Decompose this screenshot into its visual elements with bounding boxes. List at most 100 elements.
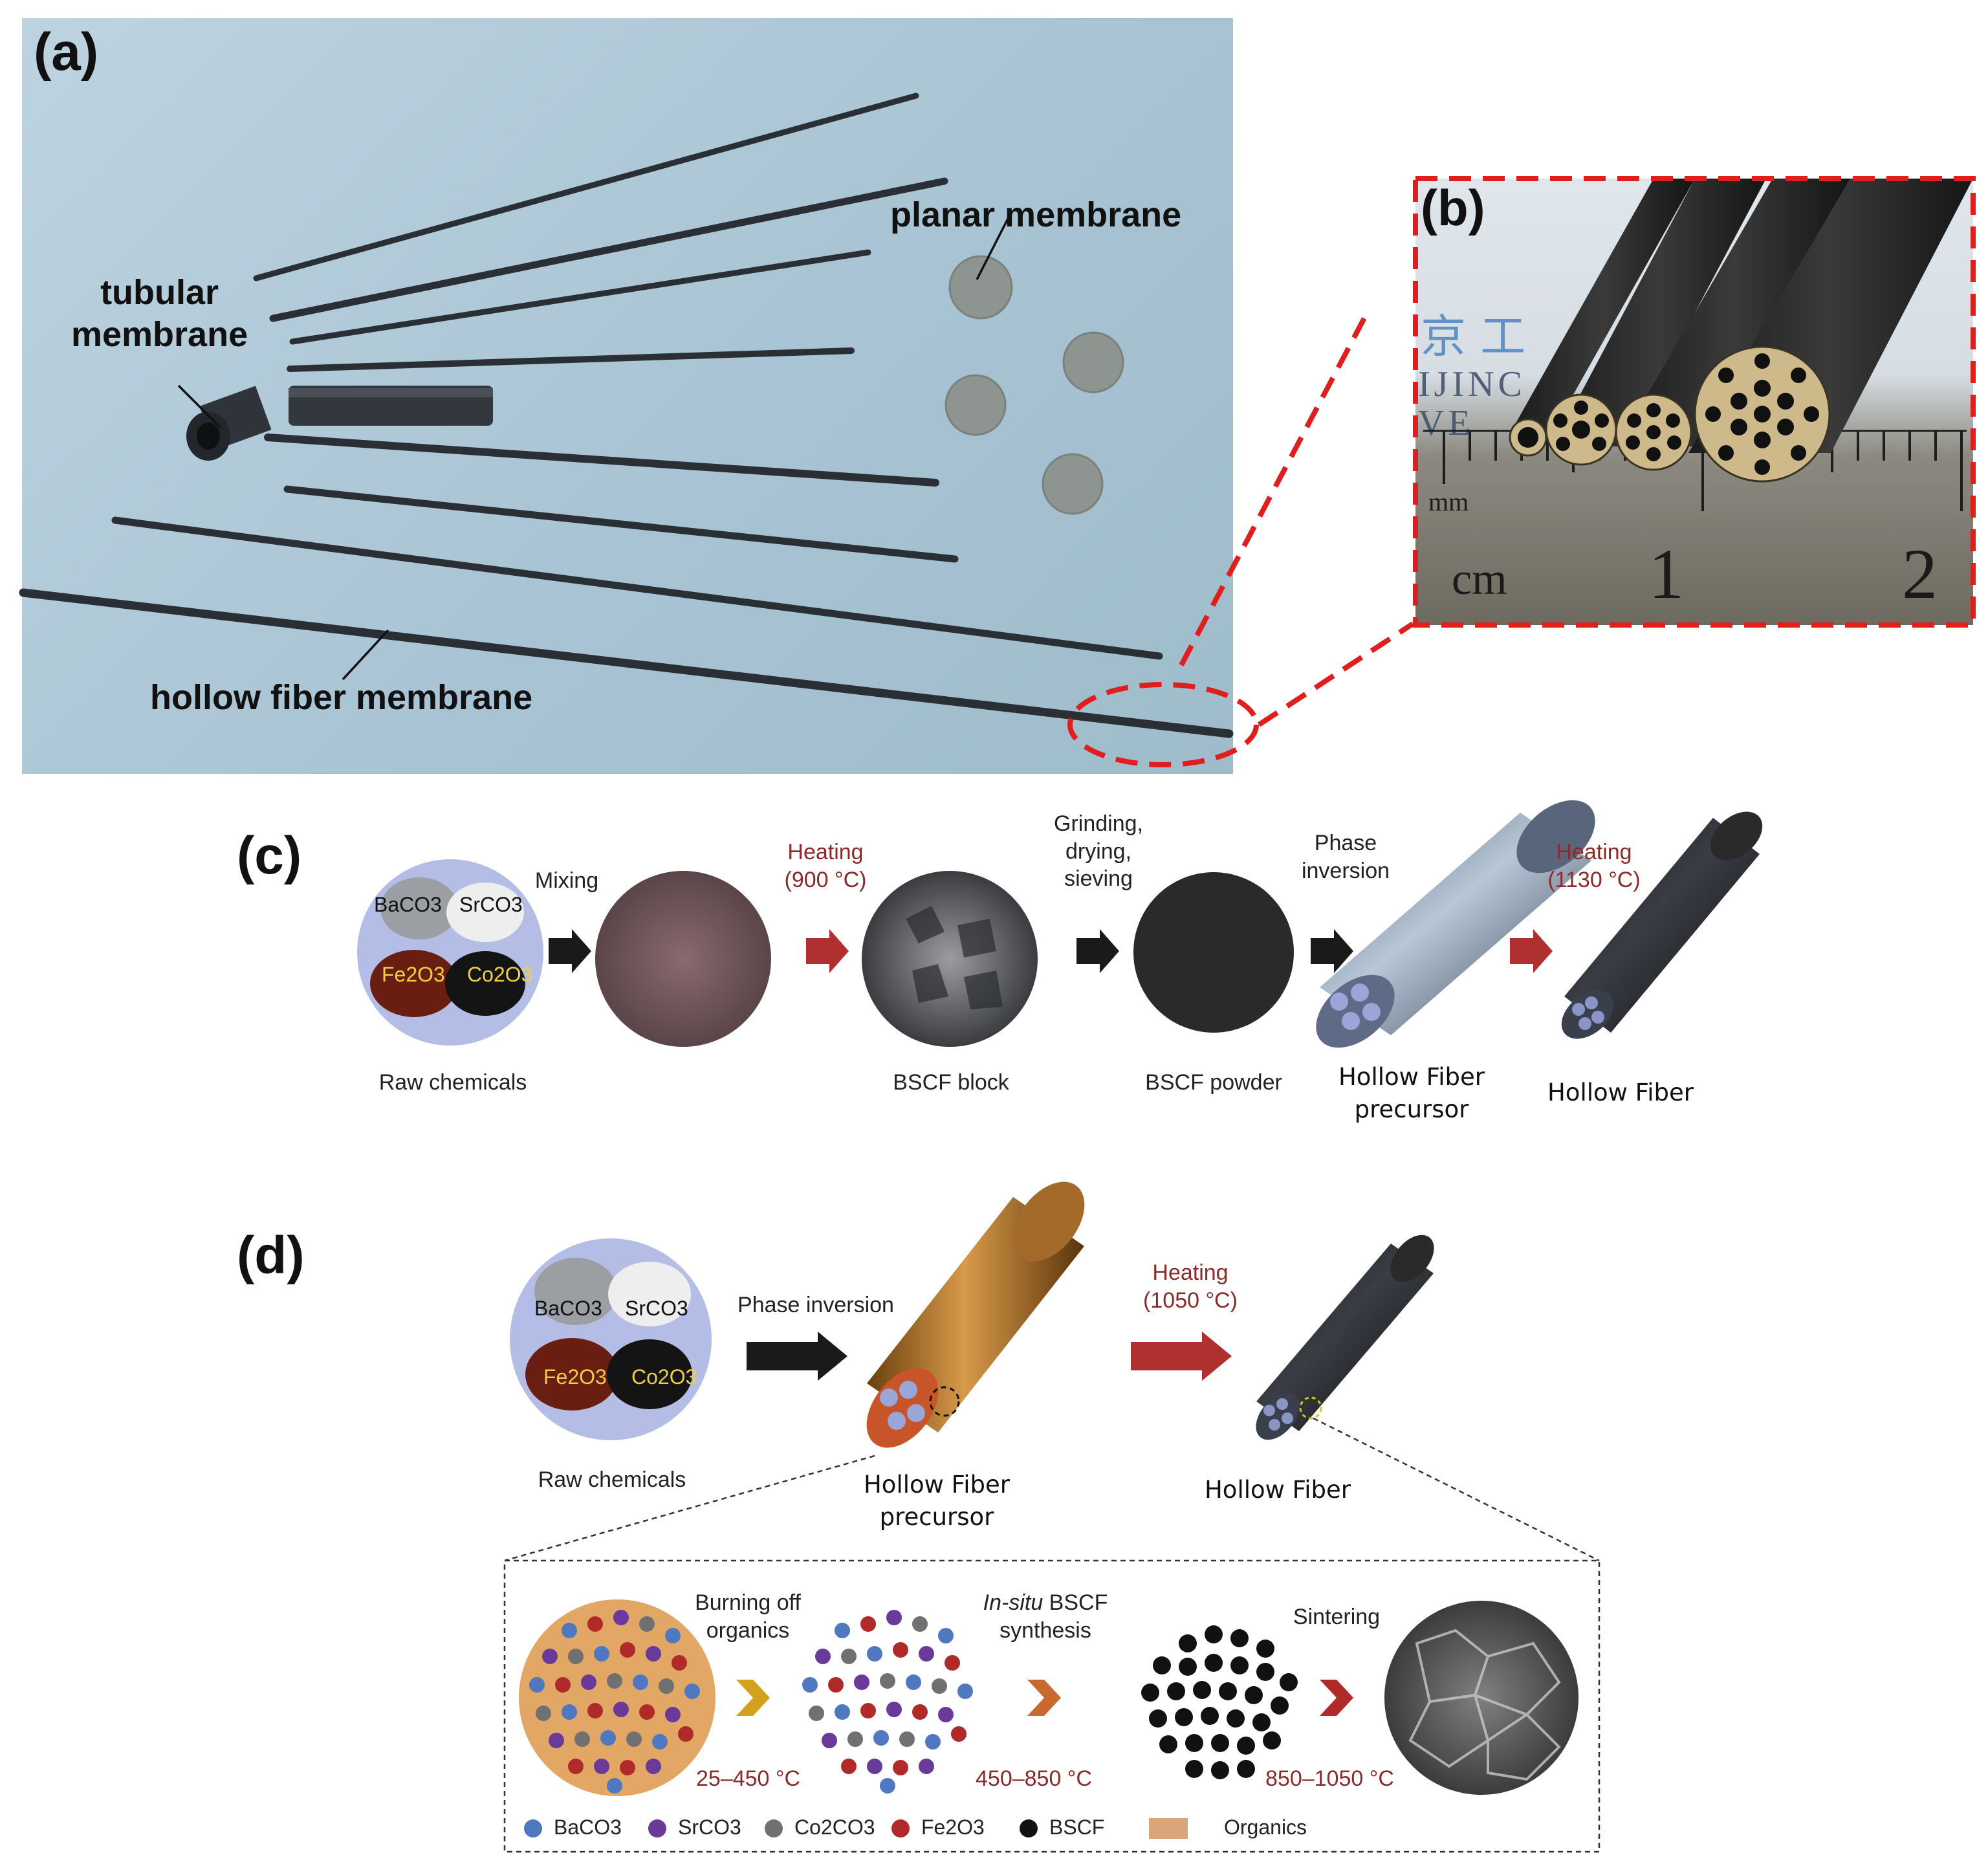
fiber-precursor-d <box>866 1181 1085 1448</box>
zoom-ellipse <box>1067 682 1259 767</box>
precursor-d-label: Hollow Fiber precursor <box>863 1471 1010 1531</box>
panel-a-photo <box>22 18 1233 774</box>
chevron-2 <box>1027 1680 1061 1716</box>
arrow-mixing <box>549 929 591 973</box>
raw-chemicals-c-label: Raw chemicals <box>378 1070 527 1095</box>
insitu-italic: In-situ <box>983 1590 1043 1615</box>
rod-3 <box>289 249 871 345</box>
ruler-cm-label: cm <box>1452 554 1507 604</box>
tubular-short <box>186 386 272 461</box>
fiber-end-4 <box>1694 346 1831 483</box>
sintering-label: Sintering <box>1293 1605 1381 1629</box>
inset-stage-organics <box>519 1599 715 1796</box>
raw-chemicals-d <box>510 1238 712 1440</box>
fiber-d <box>1256 1235 1434 1440</box>
legend-label-bscf: BSCF <box>1049 1816 1105 1839</box>
chevron-1 <box>736 1680 770 1716</box>
ruler-2-label: 2 <box>1902 534 1938 613</box>
ruler-1-label: 1 <box>1648 534 1684 613</box>
planar-disc-3 <box>945 374 1007 436</box>
mixing-label: Mixing <box>534 868 599 893</box>
chem-c-co2o3: Co2O3 <box>467 963 533 986</box>
insitu-rest: BSCF synthesis <box>999 1590 1108 1643</box>
fiber-d-label: Hollow Fiber <box>1204 1476 1351 1504</box>
legend-dot-bscf <box>1020 1819 1038 1838</box>
inset-stage-sintered <box>1384 1601 1578 1795</box>
raw-chemicals-d-label: Raw chemicals <box>538 1467 686 1492</box>
rod-4 <box>287 347 855 372</box>
grinding-label: Grinding, drying, sieving <box>1054 811 1143 891</box>
legend-label-srco3: SrCO3 <box>678 1816 741 1839</box>
mixed-powder <box>595 871 771 1047</box>
arrow-heating-d <box>1131 1332 1232 1381</box>
temp-25-450: 25–450 °C <box>696 1766 801 1791</box>
inset-box <box>503 1559 1600 1853</box>
planar-disc-1 <box>948 255 1013 320</box>
phase-inversion-c-label: Phase inversion <box>1301 831 1390 883</box>
fiber-end-3 <box>1615 393 1692 471</box>
legend-label-organics: Organics <box>1224 1816 1307 1839</box>
chem-d-srco3: SrCO3 <box>625 1297 688 1320</box>
heating-1050-label: Heating (1050 °C) <box>1143 1260 1238 1313</box>
temp-450-850: 450–850 °C <box>976 1766 1092 1791</box>
inset-stage-particles <box>793 1601 987 1795</box>
panel-a-label: (a) <box>34 23 99 82</box>
planar-disc-4 <box>1042 453 1104 515</box>
arrow-phase-d <box>747 1332 847 1381</box>
bscf-block <box>862 871 1038 1047</box>
insitu-label: In-situ BSCF synthesis <box>968 1589 1123 1644</box>
fiber-precursor-c <box>1316 800 1595 1048</box>
legend-swatch-organics <box>1149 1818 1188 1839</box>
rod-7 <box>111 516 1163 660</box>
chem-d-fe2o3: Fe2O3 <box>543 1365 607 1389</box>
chem-c-srco3: SrCO3 <box>459 893 523 916</box>
legend-dot-co2co3 <box>765 1819 783 1838</box>
planar-disc-2 <box>1062 331 1124 393</box>
chevron-3 <box>1320 1680 1353 1716</box>
bscf-powder <box>1133 872 1294 1033</box>
chem-c-baco3: BaCO3 <box>374 893 442 916</box>
raw-chemicals-c <box>357 859 543 1046</box>
bg-text-1: 京 工 <box>1421 310 1526 363</box>
chem-d-co2o3: Co2O3 <box>631 1365 697 1389</box>
zoom-line-2 <box>1257 621 1415 727</box>
hollow-fiber-membrane-label: hollow fiber membrane <box>150 678 533 717</box>
zoom-frame <box>1413 176 1976 628</box>
tubular-membrane-label: tubular membrane <box>71 273 248 354</box>
panel-c-label: (c) <box>237 826 302 885</box>
arrow-phase <box>1311 929 1353 973</box>
legend-dot-srco3 <box>648 1819 666 1838</box>
arrow-grinding <box>1076 929 1119 973</box>
panel-b-label: (b) <box>1421 179 1485 236</box>
heating-1130-label: Heating (1130 °C) <box>1547 840 1641 892</box>
legend-dot-fe2o3 <box>891 1819 910 1838</box>
rod-6 <box>283 485 959 563</box>
arrow-heating-2 <box>1510 929 1553 973</box>
planar-membrane-label: planar membrane <box>890 195 1182 234</box>
chem-d-baco3: BaCO3 <box>534 1297 602 1320</box>
bscf-block-label: BSCF block <box>893 1070 1009 1095</box>
rod-2 <box>269 177 948 322</box>
bg-text-2: IJINC <box>1418 364 1526 404</box>
precursor-c-label: Hollow Fiber precursor <box>1338 1063 1485 1123</box>
inset-stage-bscf <box>1141 1625 1298 1779</box>
legend-label-co2co3: Co2CO3 <box>794 1816 875 1839</box>
fiber-end-2 <box>1545 393 1617 466</box>
heating-900-label: Heating (900 °C) <box>784 840 867 892</box>
rod-8 <box>19 588 1234 738</box>
chem-c-fe2o3: Fe2O3 <box>382 963 445 986</box>
panel-d-label: (d) <box>237 1226 305 1285</box>
phase-inversion-d-label: Phase inversion <box>737 1293 894 1317</box>
rod-1 <box>253 93 919 281</box>
legend-label-fe2o3: Fe2O3 <box>921 1816 985 1839</box>
bscf-powder-label: BSCF powder <box>1145 1070 1282 1095</box>
fiber-c <box>1561 811 1763 1039</box>
legend-dot-baco3 <box>524 1819 542 1838</box>
ruler-mm-label: mm <box>1428 487 1469 516</box>
burning-off-label: Burning off organics <box>695 1590 801 1643</box>
arrow-heating-1 <box>806 929 849 973</box>
rod-5 <box>264 434 939 487</box>
